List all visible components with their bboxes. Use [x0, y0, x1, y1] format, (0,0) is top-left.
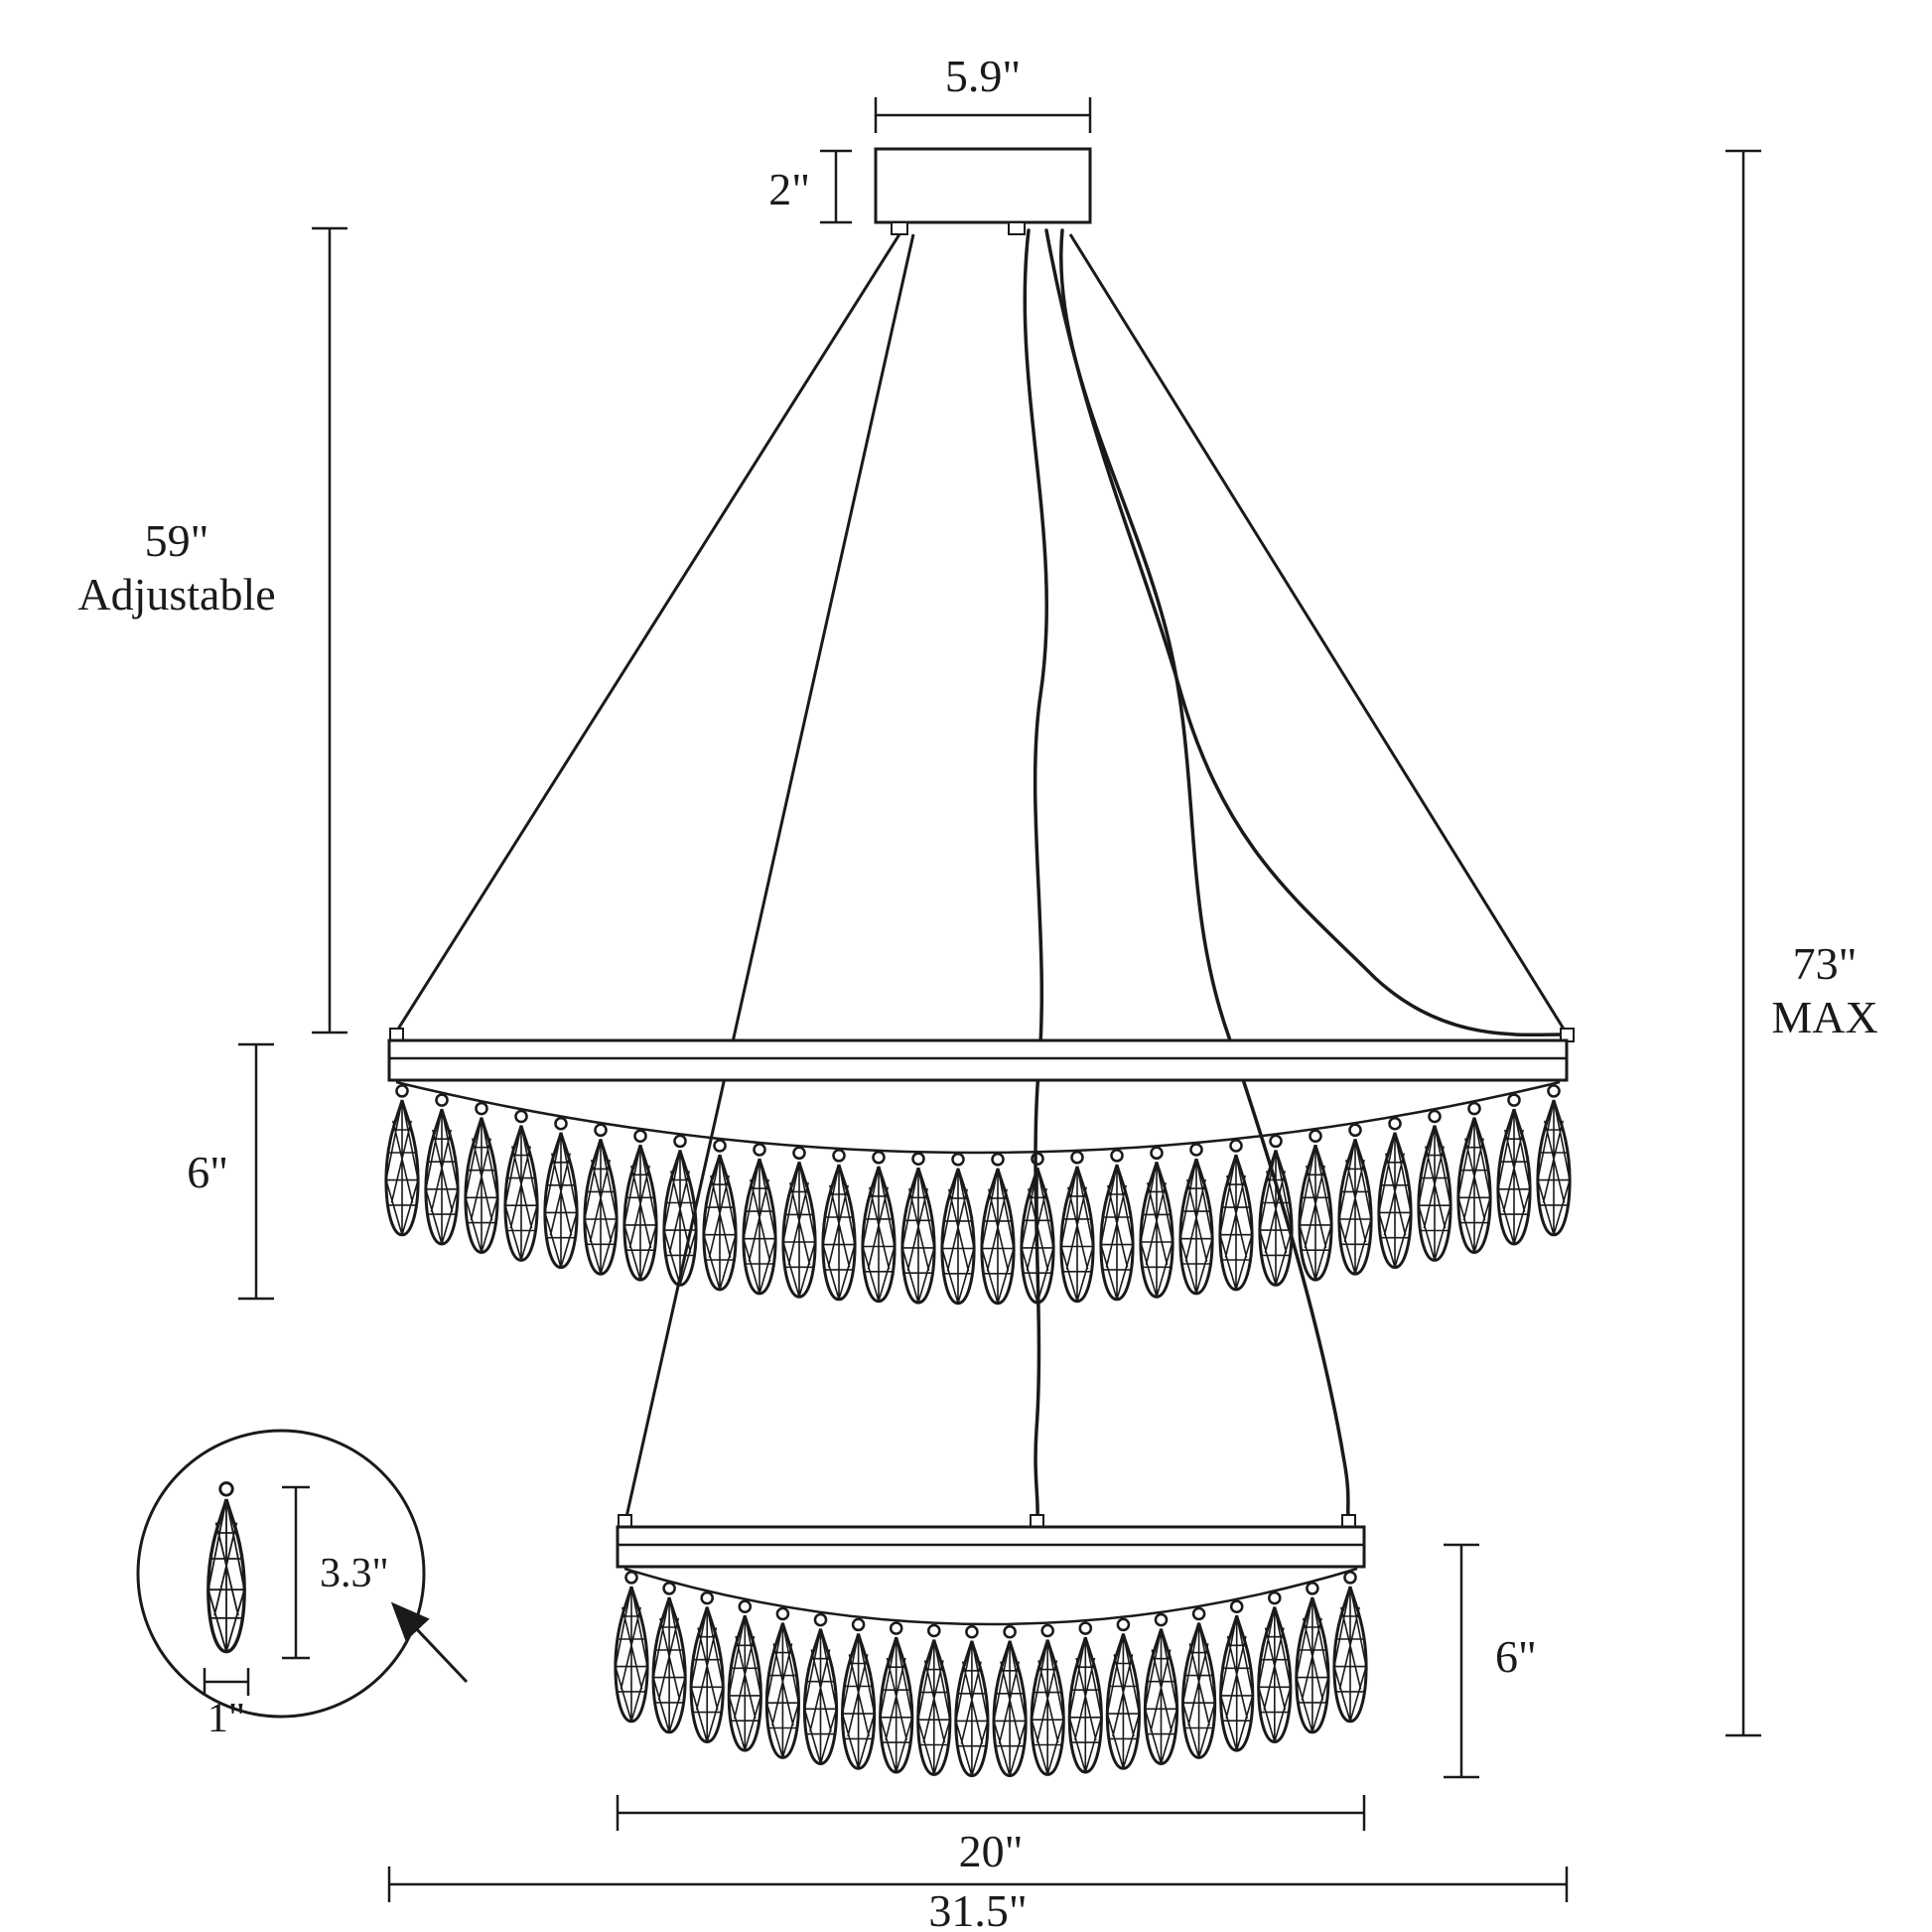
crystal-drop: [1298, 1129, 1333, 1282]
dim-adjustable-length: 59" Adjustable: [77, 226, 347, 1035]
crystal-drop: [583, 1123, 619, 1276]
tier-bottom-swag-wire: [623, 1567, 1358, 1626]
crystal-drop: [503, 1109, 539, 1262]
crystal-drop: [1178, 1143, 1214, 1296]
crystal-drop: [841, 1617, 877, 1770]
crystal-drop: [1456, 1101, 1492, 1254]
chandelier-figure: [384, 147, 1575, 1778]
crystal-drop: [802, 1612, 839, 1765]
crystal-drop: [916, 1623, 952, 1776]
crystal-drop: [1496, 1093, 1532, 1246]
crystal-drop: [1067, 1621, 1103, 1774]
tier-top-swag-wire: [395, 1080, 1561, 1155]
power-cord: [1059, 228, 1350, 1517]
crystal-drop: [1020, 1152, 1055, 1305]
canopy-hanger-block: [1008, 221, 1026, 235]
crystal-drop: [879, 1621, 914, 1774]
dim-tier1-fringe: 6": [187, 1042, 274, 1301]
crystal-drop: [742, 1143, 777, 1296]
power-cord: [1023, 228, 1049, 1519]
crystal-detail-callout: 3.3" 1": [136, 1429, 469, 1741]
detail-pointer-arrow: [390, 1601, 469, 1684]
crystal-drop: [992, 1624, 1028, 1778]
dim-canopy-width-label: 5.9": [945, 51, 1021, 101]
crystal-drop: [702, 1139, 738, 1292]
dim-adjustable-value: 59": [145, 515, 209, 566]
crystal-drop: [1332, 1571, 1368, 1724]
dim-crystal-height-label: 3.3": [320, 1551, 389, 1596]
dim-tier2-fringe: 6": [1444, 1543, 1537, 1779]
dim-tier1-fringe-label: 6": [187, 1147, 228, 1197]
dim-tier1-width: 31.5": [387, 1866, 1569, 1932]
crystal-drop: [424, 1093, 460, 1246]
crystal-drop: [1099, 1149, 1135, 1302]
crystal-drop: [1181, 1606, 1217, 1759]
crystal-drop: [1219, 1599, 1255, 1752]
dim-max-height: 73" MAX: [1725, 149, 1878, 1737]
detail-circle: [136, 1429, 426, 1719]
crystal-drop: [954, 1624, 990, 1778]
crystal-drop: [1139, 1146, 1174, 1299]
crystal-drop: [614, 1571, 649, 1724]
ceiling-canopy: [874, 147, 1092, 224]
crystal-rows: [384, 1084, 1572, 1778]
crystal-drop: [1417, 1109, 1452, 1262]
dim-canopy-height: 2": [768, 149, 852, 224]
crystal-drop: [384, 1084, 420, 1237]
dim-crystal-width-label: 1": [207, 1696, 245, 1741]
crystal-drop: [1105, 1617, 1141, 1770]
crystal-drop: [622, 1129, 658, 1282]
dimension-annotations: 5.9" 2" 59" Adjustable 6": [77, 51, 1877, 1932]
crystal-drop: [1295, 1582, 1330, 1734]
crystal-drop: [1536, 1084, 1572, 1237]
crystal-drop: [764, 1606, 800, 1759]
dim-tier2-width: 20": [616, 1795, 1366, 1876]
crystal-drop: [1030, 1623, 1065, 1776]
dim-tier2-fringe-label: 6": [1495, 1631, 1537, 1682]
dim-adjustable-note: Adjustable: [77, 569, 275, 620]
crystal-drop: [861, 1150, 897, 1304]
crystal-drop: [1257, 1590, 1293, 1743]
dim-canopy-height-label: 2": [768, 164, 810, 214]
dim-canopy-width: 5.9": [874, 51, 1092, 133]
crystal-drop: [821, 1149, 857, 1302]
dim-tier1-width-label: 31.5": [928, 1885, 1027, 1932]
crystal-drop: [1059, 1150, 1095, 1304]
crystal-drop: [464, 1101, 499, 1254]
crystal-drop: [543, 1116, 579, 1270]
crystal-drop: [651, 1582, 687, 1734]
crystal-drop: [900, 1152, 936, 1305]
dim-crystal-width: 1": [203, 1668, 250, 1741]
tier-bottom-bar: [616, 1514, 1366, 1626]
tier-top-bar: [387, 1028, 1575, 1155]
crystal-drop: [1218, 1139, 1254, 1292]
suspension-cables: [395, 228, 1567, 1519]
crystal-drop: [1377, 1116, 1413, 1270]
canopy-hanger-block: [891, 221, 908, 235]
crystal-drop: [781, 1146, 817, 1299]
dim-crystal-height: 3.3": [282, 1485, 389, 1660]
crystal-drop: [727, 1599, 762, 1752]
crystal-drop: [940, 1152, 976, 1306]
crystal-drop: [689, 1590, 725, 1743]
crystal-drop: [662, 1134, 698, 1287]
crystal-drop: [1337, 1123, 1373, 1276]
crystal-drop: [1143, 1612, 1179, 1765]
crystal-drop: [980, 1152, 1016, 1306]
crystal-drop: [1258, 1134, 1294, 1287]
power-cord: [1044, 228, 1565, 1037]
dim-max-note: MAX: [1771, 992, 1877, 1042]
dim-max-value: 73": [1793, 938, 1858, 989]
dim-tier2-width-label: 20": [959, 1826, 1024, 1876]
